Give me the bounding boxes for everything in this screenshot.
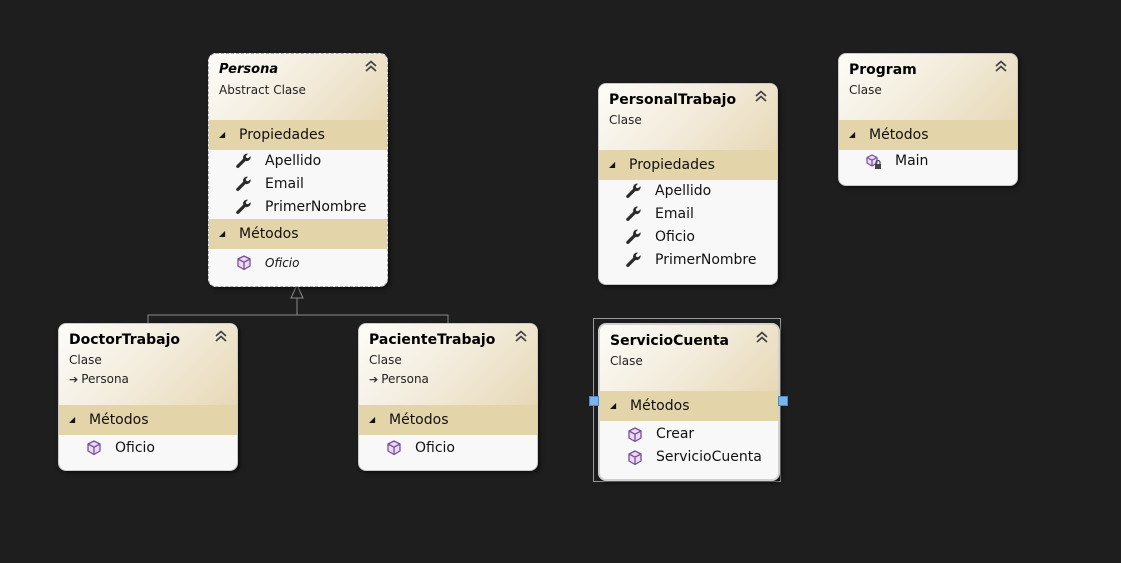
member-row[interactable]: Email — [209, 173, 387, 196]
collapse-triangle-icon[interactable]: ◢ — [849, 130, 856, 139]
class-name: PacienteTrabajo — [369, 332, 496, 348]
class-kind: Clase — [610, 354, 643, 368]
wrench-icon — [625, 252, 643, 270]
class-header[interactable]: PacienteTrabajo Clase ➔Persona — [359, 324, 537, 405]
section-metodos[interactable]: ◢Métodos — [839, 120, 1017, 150]
method-cube-lock-icon — [865, 153, 883, 171]
member-row[interactable]: Oficio — [359, 435, 537, 461]
class-doctor-trabajo[interactable]: DoctorTrabajo Clase ➔Persona ◢Métodos Of… — [58, 323, 238, 471]
class-kind: Clase — [609, 113, 642, 127]
class-persona[interactable]: Persona Abstract Clase ◢Propiedades Apel… — [208, 53, 388, 287]
wrench-icon — [235, 153, 253, 171]
collapse-triangle-icon[interactable]: ◢ — [610, 401, 617, 410]
member-row[interactable]: Email — [599, 203, 777, 226]
class-servicio-cuenta[interactable]: ServicioCuenta Clase ◢Métodos Crear Serv… — [598, 323, 780, 481]
base-class-link[interactable]: ➔Persona — [369, 372, 429, 386]
class-program[interactable]: Program Clase ◢Métodos Main — [838, 53, 1018, 186]
inheritance-arrow-icon: ➔ — [369, 373, 379, 386]
class-name: Program — [849, 62, 917, 78]
member-row[interactable]: ServicioCuenta — [600, 446, 778, 469]
section-metodos[interactable]: ◢Métodos — [359, 405, 537, 435]
double-chevron-up-icon[interactable] — [513, 328, 529, 344]
member-row[interactable]: PrimerNombre — [209, 196, 387, 219]
method-cube-icon — [235, 254, 253, 272]
member-row[interactable]: Apellido — [209, 150, 387, 173]
section-metodos[interactable]: ◢Métodos — [600, 391, 778, 421]
method-cube-icon — [626, 426, 644, 444]
class-header[interactable]: PersonalTrabajo Clase — [599, 84, 777, 150]
member-row[interactable]: Oficio — [59, 435, 237, 461]
section-metodos[interactable]: ◢Métodos — [209, 219, 387, 249]
collapse-triangle-icon[interactable]: ◢ — [219, 130, 226, 139]
class-kind: Clase — [69, 353, 102, 367]
class-header[interactable]: Persona Abstract Clase — [209, 54, 387, 120]
class-paciente-trabajo[interactable]: PacienteTrabajo Clase ➔Persona ◢Métodos … — [358, 323, 538, 471]
class-header[interactable]: DoctorTrabajo Clase ➔Persona — [59, 324, 237, 405]
double-chevron-up-icon[interactable] — [363, 58, 379, 74]
class-kind: Clase — [369, 353, 402, 367]
section-metodos[interactable]: ◢Métodos — [59, 405, 237, 435]
section-propiedades[interactable]: ◢Propiedades — [599, 150, 777, 180]
class-name: Persona — [219, 62, 279, 77]
method-cube-icon — [626, 449, 644, 467]
collapse-triangle-icon[interactable]: ◢ — [219, 229, 226, 238]
class-name: DoctorTrabajo — [69, 332, 181, 348]
member-row[interactable]: Apellido — [599, 180, 777, 203]
inheritance-arrow-icon — [290, 283, 304, 299]
method-cube-icon — [385, 439, 403, 457]
member-row[interactable]: Oficio — [209, 249, 387, 277]
member-row[interactable]: PrimerNombre — [599, 249, 777, 272]
base-class-link[interactable]: ➔Persona — [69, 372, 129, 386]
class-name: PersonalTrabajo — [609, 92, 737, 108]
wrench-icon — [235, 199, 253, 217]
wrench-icon — [235, 176, 253, 194]
class-personal-trabajo[interactable]: PersonalTrabajo Clase ◢Propiedades Apell… — [598, 83, 778, 285]
class-header[interactable]: Program Clase — [839, 54, 1017, 120]
member-row[interactable]: Main — [839, 150, 1017, 173]
double-chevron-up-icon[interactable] — [993, 58, 1009, 74]
double-chevron-up-icon[interactable] — [754, 329, 770, 345]
wrench-icon — [625, 206, 643, 224]
wrench-icon — [625, 183, 643, 201]
double-chevron-up-icon[interactable] — [213, 328, 229, 344]
member-row[interactable]: Oficio — [599, 226, 777, 249]
wrench-icon — [625, 229, 643, 247]
class-name: ServicioCuenta — [610, 333, 729, 349]
collapse-triangle-icon[interactable]: ◢ — [609, 160, 616, 169]
inheritance-arrow-icon: ➔ — [69, 373, 79, 386]
class-kind: Clase — [849, 83, 882, 97]
collapse-triangle-icon[interactable]: ◢ — [369, 415, 376, 424]
collapse-triangle-icon[interactable]: ◢ — [69, 415, 76, 424]
double-chevron-up-icon[interactable] — [753, 88, 769, 104]
member-row[interactable]: Crear — [600, 423, 778, 446]
resize-handle-left[interactable] — [589, 396, 599, 406]
method-cube-icon — [85, 439, 103, 457]
class-kind: Abstract Clase — [219, 83, 306, 97]
class-header[interactable]: ServicioCuenta Clase — [600, 325, 778, 391]
section-propiedades[interactable]: ◢Propiedades — [209, 120, 387, 150]
resize-handle-right[interactable] — [778, 396, 788, 406]
